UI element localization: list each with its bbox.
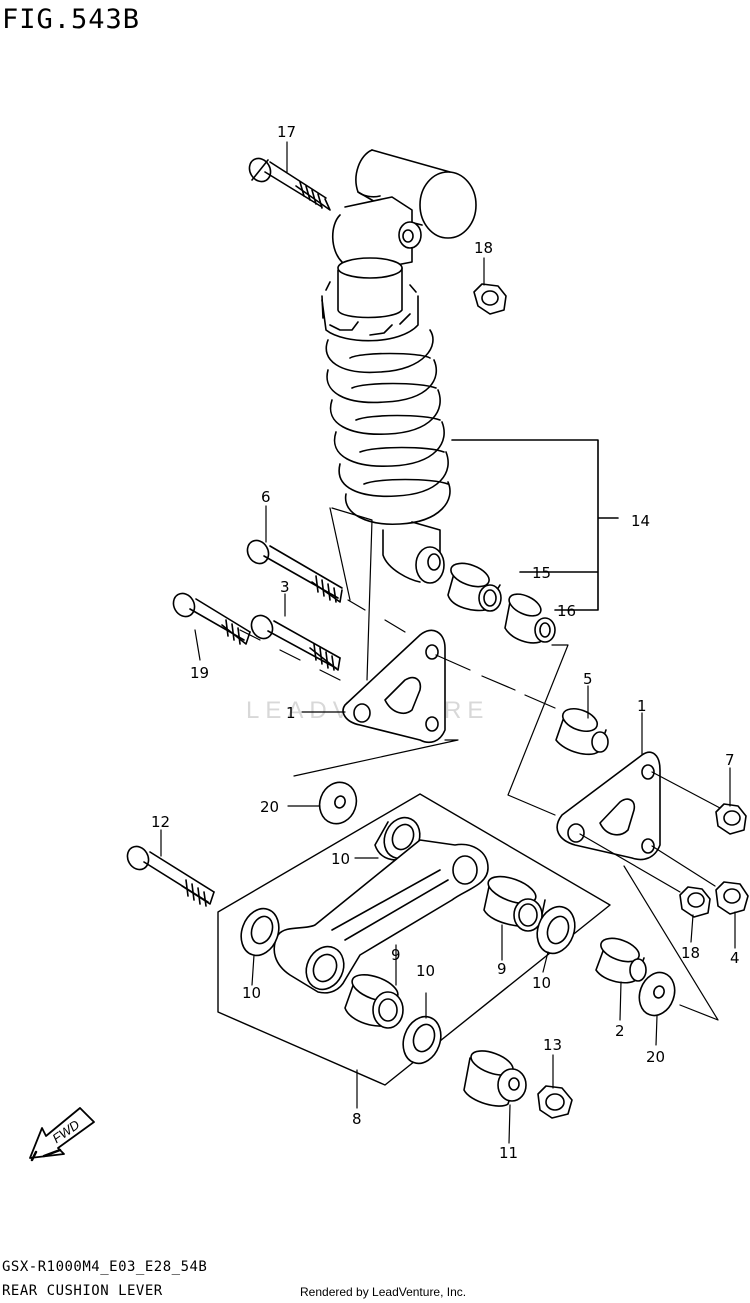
nut-4 <box>715 881 749 915</box>
plate-1-right <box>556 751 661 861</box>
callout-17: 17 <box>277 123 296 141</box>
guide-line-collar <box>435 654 556 709</box>
callout-18-lower: 18 <box>681 944 700 962</box>
callout-labels: 17 18 6 14 15 16 3 19 1 5 1 7 20 12 10 1… <box>151 123 740 1162</box>
bolt-17 <box>248 157 331 211</box>
callout-9-upper: 9 <box>497 960 507 978</box>
figure-title: FIG.543B <box>2 4 141 35</box>
washer-20-lower <box>638 971 676 1017</box>
rendered-by-footer: Rendered by LeadVenture, Inc. <box>300 1285 467 1299</box>
nut-18-lower <box>679 886 711 918</box>
collar-11 <box>463 1050 527 1107</box>
collar-5 <box>555 707 609 756</box>
fwd-arrow: FWD <box>29 1107 95 1162</box>
bushing-10-left <box>240 907 280 957</box>
coil-spring <box>325 329 451 525</box>
callout-5: 5 <box>583 670 593 688</box>
collar-16 <box>504 593 556 644</box>
callout-4: 4 <box>730 949 740 967</box>
guide-line-lower <box>293 739 459 777</box>
bolt-3 <box>250 614 341 671</box>
leader-lines <box>160 141 736 1144</box>
bushing-10-lower <box>402 1015 442 1065</box>
cushion-lever-link <box>273 839 489 994</box>
collar-15 <box>447 562 502 612</box>
nut-18-upper <box>473 283 507 315</box>
guide-line-upper <box>329 507 373 681</box>
plate-1-left <box>342 629 446 744</box>
callout-7: 7 <box>725 751 735 769</box>
callout-18-upper: 18 <box>474 239 493 257</box>
model-code: GSX-R1000M4_E03_E28_54B <box>2 1259 208 1275</box>
collar-2 <box>595 937 647 984</box>
link-group-outline <box>217 793 611 1086</box>
callout-11: 11 <box>499 1144 518 1162</box>
guide-line-right-upper <box>579 771 721 893</box>
group-bracket-14 <box>451 439 619 611</box>
callout-2: 2 <box>615 1022 625 1040</box>
bearing-9-lower <box>344 974 404 1029</box>
nut-7 <box>715 803 747 835</box>
callout-3: 3 <box>280 578 290 596</box>
callout-14: 14 <box>631 512 650 530</box>
callout-10-middle: 10 <box>416 962 435 980</box>
guide-line-lower-right <box>623 865 719 1021</box>
part-name: REAR CUSHION LEVER <box>2 1283 163 1299</box>
nut-13 <box>537 1085 573 1119</box>
callout-12: 12 <box>151 813 170 831</box>
guide-line-16 <box>507 644 569 816</box>
callout-6: 6 <box>261 488 271 506</box>
callout-20-lower: 20 <box>646 1048 665 1066</box>
callout-10-top: 10 <box>331 850 350 868</box>
guide-line-left-bolts <box>239 629 341 681</box>
bearing-9-upper <box>483 875 546 932</box>
callout-13: 13 <box>543 1036 562 1054</box>
rear-shock-absorber <box>321 149 477 584</box>
callout-9-lower: 9 <box>391 946 401 964</box>
callout-1-left: 1 <box>286 704 296 722</box>
bushing-10-right <box>536 905 576 955</box>
washer-20-upper <box>318 781 358 825</box>
bolt-12 <box>126 845 215 907</box>
guide-line-bolts-right <box>347 599 406 633</box>
callout-20-upper: 20 <box>260 798 279 816</box>
callout-1-right: 1 <box>637 697 647 715</box>
callout-19: 19 <box>190 664 209 682</box>
callout-8: 8 <box>352 1110 362 1128</box>
callout-16: 16 <box>557 602 576 620</box>
bolt-19 <box>172 592 251 645</box>
callout-10-left: 10 <box>242 984 261 1002</box>
callout-10-right: 10 <box>532 974 551 992</box>
bolt-6 <box>246 539 343 603</box>
callout-15: 15 <box>532 564 551 582</box>
